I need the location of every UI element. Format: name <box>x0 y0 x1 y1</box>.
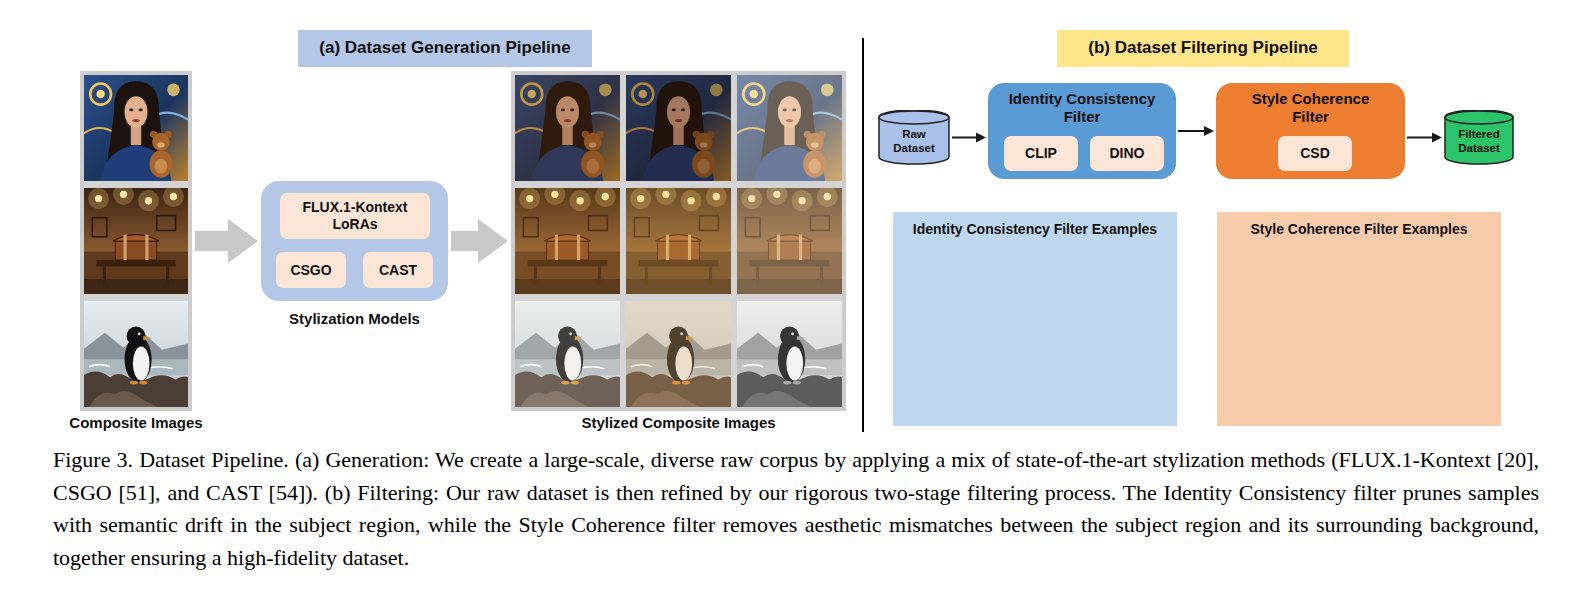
image-frame: Stylized Composite Images <box>511 71 846 411</box>
stylized-image-part <box>626 75 731 181</box>
cylinder-body <box>879 110 949 164</box>
stylized-image-part <box>737 184 842 294</box>
method-box: FLUX.1-Kontext LoRAs <box>280 193 430 239</box>
model-box: DINO <box>1090 136 1164 171</box>
node-label: Style Coherence Filter <box>1241 90 1381 126</box>
node-label: Filtered Dataset <box>1450 128 1508 156</box>
flow-arrow <box>195 231 228 251</box>
stylized-image-part <box>515 75 620 181</box>
model-box: CSD <box>1278 136 1352 171</box>
stylized-image-part <box>737 188 842 294</box>
node-label: (a) Dataset Generation Pipeline <box>319 38 570 58</box>
figure-caption: Figure 3. Dataset Pipeline. (a) Generati… <box>53 444 1539 574</box>
stylized-image-part <box>515 301 620 407</box>
example-panel: Style Coherence Filter Examples <box>1217 212 1501 426</box>
node-label: CAST <box>379 262 417 279</box>
header-box: (b) Dataset Filtering Pipeline <box>1057 30 1349 67</box>
node-label: Stylization Models <box>289 310 420 328</box>
stylized-image-part <box>626 301 731 407</box>
filter-box: Style Coherence FilterCSD <box>1216 83 1405 179</box>
composite-image-part <box>84 75 188 181</box>
divider-line <box>862 38 864 432</box>
composite-image-part <box>80 71 192 411</box>
stylized-image-part <box>737 301 842 407</box>
composite-image-part <box>84 301 188 407</box>
node-label: Identity Consistency Filter Examples <box>913 221 1157 238</box>
node-label: CSD <box>1300 145 1330 162</box>
node-label: Style Coherence Filter Examples <box>1250 221 1467 238</box>
node-label: CLIP <box>1025 145 1057 162</box>
node-label: Stylized Composite Images <box>581 414 775 432</box>
stylized-image-part <box>626 184 731 294</box>
node-label: CSGO <box>290 262 331 279</box>
stylized-image-part <box>626 301 731 407</box>
stylized-image-part <box>515 75 620 181</box>
node-label: DINO <box>1110 145 1145 162</box>
stylized-image-part <box>737 301 842 407</box>
filter-box: Identity Consistency FilterCLIP DINO <box>988 83 1176 179</box>
cylinder-top <box>879 111 949 124</box>
node-label: Composite Images <box>69 414 202 432</box>
node-label: Raw Dataset <box>884 128 944 156</box>
stylized-image-part <box>515 301 620 407</box>
dataset-cylinder: Raw Dataset <box>878 110 950 165</box>
image-frame: Composite Images <box>80 71 192 411</box>
flow-arrow <box>952 137 976 139</box>
stylized-image-part <box>737 75 842 181</box>
stylized-image-part <box>626 75 731 181</box>
flow-arrow <box>451 231 478 251</box>
node-label: (b) Dataset Filtering Pipeline <box>1088 38 1318 58</box>
cylinder-body <box>1445 110 1513 164</box>
stylized-image <box>511 71 846 411</box>
dataset-cylinder: Filtered Dataset <box>1444 110 1514 165</box>
caption-area: Figure 3. Dataset Pipeline. (a) Generati… <box>53 444 1539 574</box>
stylized-image-part <box>511 71 846 411</box>
cylinder-top <box>1445 111 1513 124</box>
flow-arrow <box>1178 130 1204 132</box>
header-box: (a) Dataset Generation Pipeline <box>298 30 592 67</box>
example-panel: Identity Consistency Filter Examples <box>893 212 1177 426</box>
flow-arrow <box>1407 137 1432 139</box>
model-group-box: Stylization ModelsFLUX.1-Kontext LoRAsCS… <box>261 181 448 301</box>
method-box: CSGO <box>276 252 346 288</box>
stylized-image-part <box>737 75 842 181</box>
node-label: Identity Consistency Filter <box>994 90 1170 126</box>
composite-image-part <box>84 184 188 294</box>
stylized-image-part <box>626 188 731 294</box>
node-label: FLUX.1-Kontext LoRAs <box>288 199 422 233</box>
stylized-image-part <box>515 184 620 294</box>
model-box: CLIP <box>1004 136 1078 171</box>
method-box: CAST <box>363 252 433 288</box>
stylized-image-part <box>515 188 620 294</box>
composite-image <box>80 71 192 411</box>
